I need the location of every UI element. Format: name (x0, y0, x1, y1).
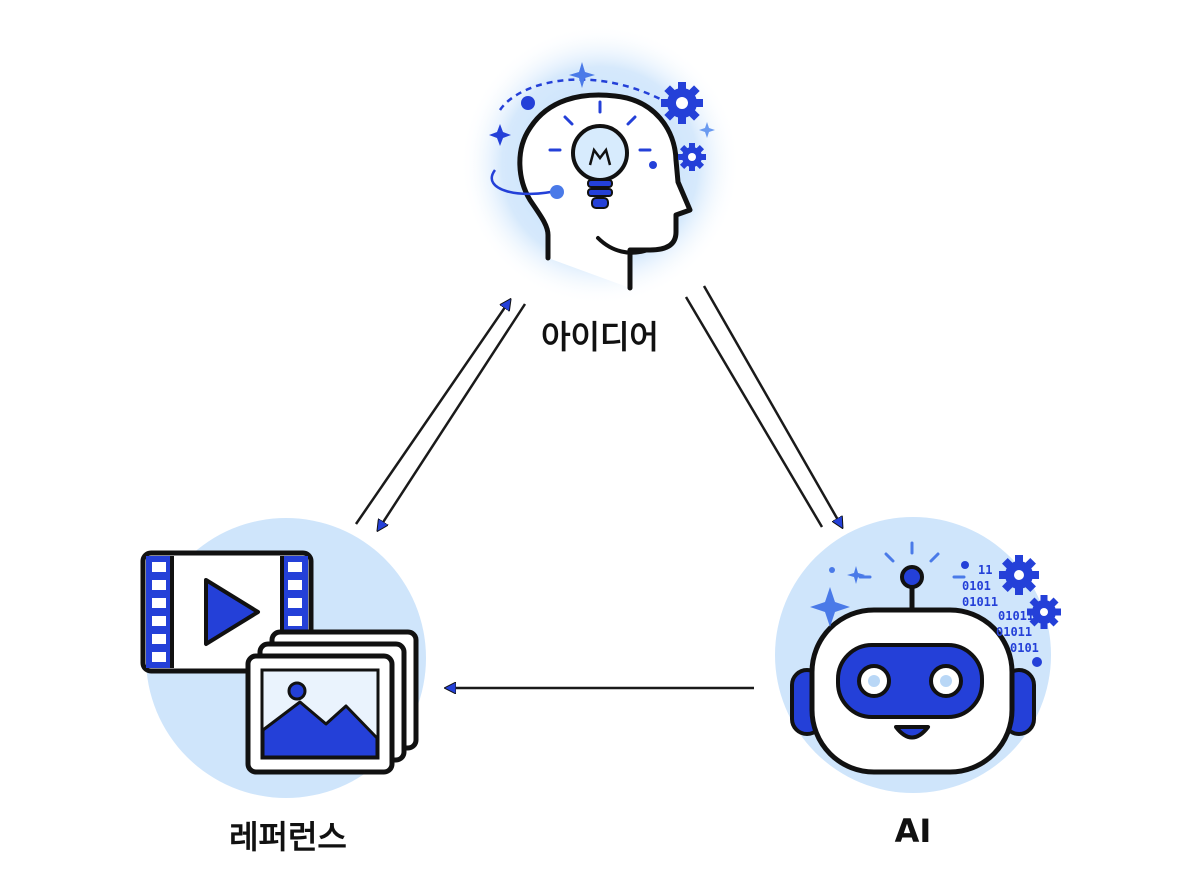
sparkle-icon (699, 122, 715, 138)
gear-icon (661, 82, 703, 124)
binary-row: 11 (978, 563, 992, 577)
binary-code: 11 0101 01011 01011 01011 0101 (962, 563, 1039, 655)
image-stack-icon (245, 629, 419, 775)
gear-icon (1027, 595, 1061, 629)
reference-node (140, 518, 426, 798)
play-icon (204, 578, 260, 646)
binary-row: 01011 (998, 609, 1034, 623)
arrow-ai-to-idea (684, 296, 824, 528)
video-and-images-icon (140, 550, 419, 775)
ai-label: AI (894, 812, 932, 850)
binary-row: 0101 (962, 579, 991, 593)
ai-node: 11 0101 01011 01011 01011 0101 (775, 517, 1061, 793)
binary-row: 01011 (962, 595, 998, 609)
edges (354, 285, 842, 688)
sparkle-icon (569, 62, 595, 88)
idea-node (460, 25, 740, 305)
sun-icon (287, 681, 307, 701)
binary-row: 0101 (1010, 641, 1039, 655)
sparkle-icon (810, 587, 850, 627)
arrow-idea-to-reference (378, 303, 527, 530)
gear-icon (999, 555, 1039, 595)
gear-icon (678, 143, 706, 171)
idea-label: 아이디어 (541, 318, 659, 356)
robot-icon: 11 0101 01011 01011 01011 0101 (790, 541, 1061, 775)
arrow-idea-to-ai (702, 285, 842, 527)
sparkle-icon (847, 566, 865, 584)
head-lightbulb-icon (489, 62, 715, 291)
binary-row: 01011 (996, 625, 1032, 639)
sparkle-icon (489, 124, 511, 146)
reference-label: 레퍼런스 (229, 818, 347, 856)
arrow-reference-to-idea (354, 300, 510, 525)
